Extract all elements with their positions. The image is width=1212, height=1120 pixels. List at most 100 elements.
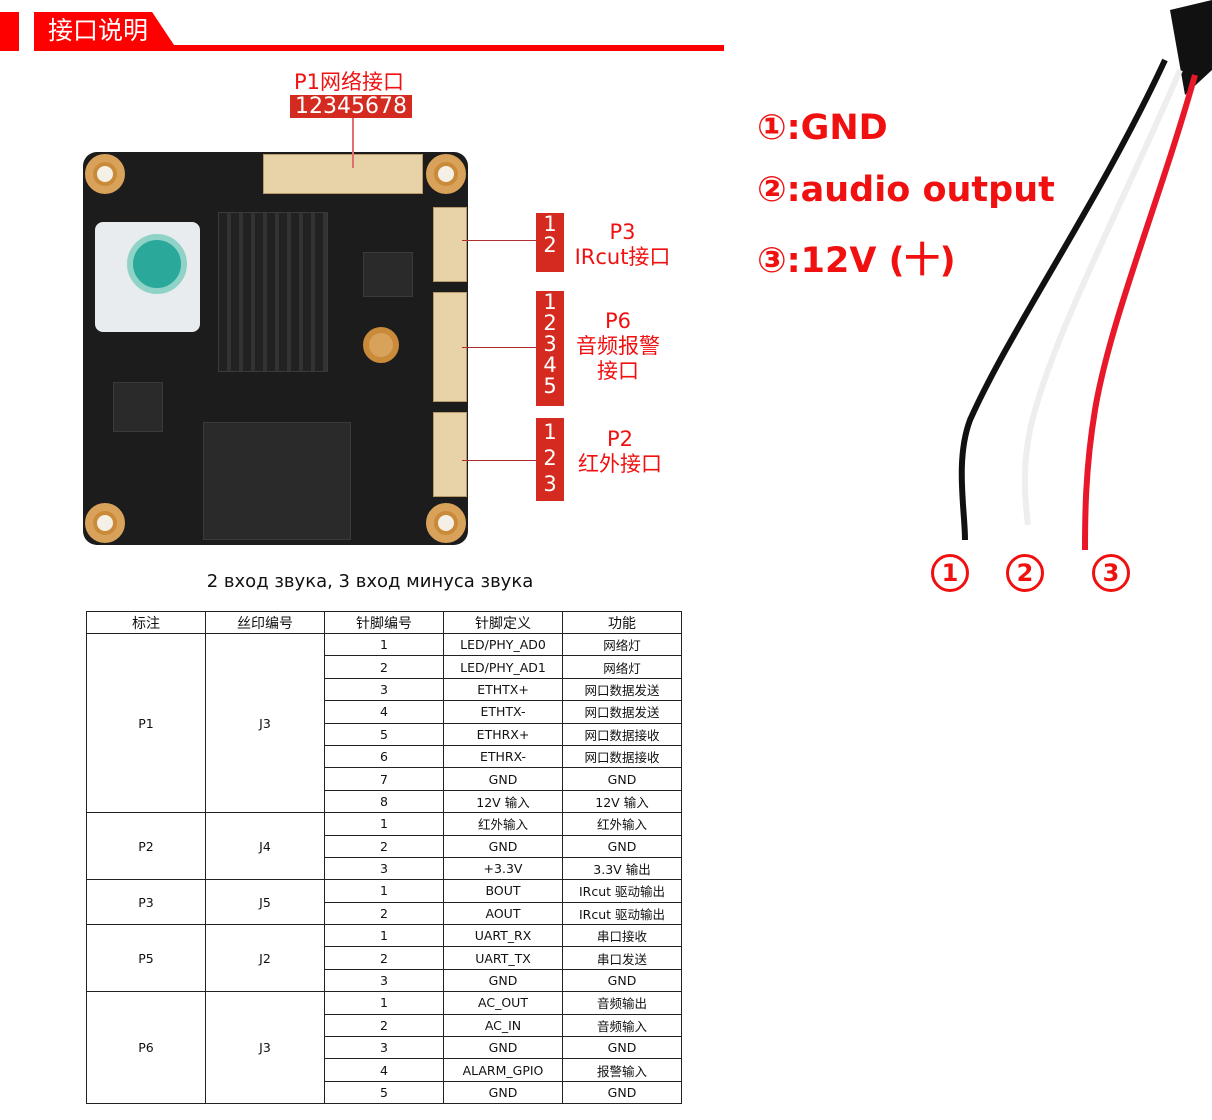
function-cell: GND bbox=[562, 767, 682, 791]
pin-definition-cell: ETHRX- bbox=[443, 744, 563, 769]
pin-number-cell: 6 bbox=[324, 744, 444, 769]
mount-hole bbox=[85, 503, 125, 543]
p6-desc-2: 接口 bbox=[597, 359, 639, 383]
function-cell: 报警输入 bbox=[562, 1058, 682, 1082]
port-label-cell: P6 bbox=[86, 991, 206, 1105]
pin-number-cell: 4 bbox=[324, 1058, 444, 1082]
function-cell: GND bbox=[562, 1036, 682, 1060]
col-header: 功能 bbox=[562, 611, 682, 634]
silkscreen-cell: J3 bbox=[205, 632, 325, 814]
pin-number-cell: 1 bbox=[324, 991, 444, 1015]
function-cell: GND bbox=[562, 1080, 682, 1105]
wire-label-1: 1 bbox=[931, 554, 969, 592]
pin-number-cell: 1 bbox=[324, 924, 444, 948]
soc-chip bbox=[203, 422, 351, 540]
pin-definition-cell: BOUT bbox=[443, 879, 563, 903]
function-cell: 音频输出 bbox=[562, 991, 682, 1015]
pin-definition-cell: AC_IN bbox=[443, 1013, 563, 1038]
function-cell: 网口数据发送 bbox=[562, 677, 682, 702]
p6-name: P6 bbox=[604, 309, 632, 333]
function-cell: 3.3V 输出 bbox=[562, 856, 682, 881]
pin-number: 2 bbox=[543, 446, 557, 470]
pin-number: 1 bbox=[543, 212, 557, 236]
function-cell: GND bbox=[562, 834, 682, 858]
components-area bbox=[218, 212, 328, 372]
p6-pointer-line bbox=[462, 347, 538, 348]
function-cell: 串口接收 bbox=[562, 924, 682, 948]
pin-number-cell: 3 bbox=[324, 968, 444, 993]
p6-pin-box: 1 2 3 4 5 bbox=[536, 291, 564, 406]
pin-definition-cell: LED/PHY_AD1 bbox=[443, 655, 563, 679]
pin-number: 3 bbox=[543, 472, 557, 496]
white-wire bbox=[1021, 68, 1183, 526]
sticker bbox=[95, 222, 200, 332]
pin-definition-cell: GND bbox=[443, 1080, 563, 1105]
function-cell: 12V 输入 bbox=[562, 789, 682, 814]
p2-pointer-line bbox=[462, 460, 538, 461]
function-cell: 网口数据接收 bbox=[562, 722, 682, 746]
pin-number-cell: 7 bbox=[324, 767, 444, 791]
col-header: 丝印编号 bbox=[205, 611, 325, 634]
pin-definition-cell: ETHTX- bbox=[443, 700, 563, 724]
pin-definition-cell: GND bbox=[443, 767, 563, 791]
port-label-cell: P1 bbox=[86, 632, 206, 814]
function-cell: GND bbox=[562, 968, 682, 993]
function-cell: 网口数据发送 bbox=[562, 700, 682, 724]
pin-number: 1 bbox=[543, 420, 557, 444]
pin-definition-cell: UART_RX bbox=[443, 924, 563, 948]
wire-label-3: 3 bbox=[1092, 554, 1130, 592]
pin-number-cell: 2 bbox=[324, 834, 444, 858]
pin-number-cell: 1 bbox=[324, 879, 444, 903]
col-header: 针脚定义 bbox=[443, 611, 563, 634]
port-label-cell: P3 bbox=[86, 879, 206, 926]
function-cell: 串口发送 bbox=[562, 946, 682, 970]
section-title: 接口说明 bbox=[48, 16, 149, 45]
pin-number-cell: 2 bbox=[324, 1013, 444, 1038]
p2-connector bbox=[433, 412, 467, 497]
p6-connector bbox=[433, 292, 467, 402]
pin-definition-cell: GND bbox=[443, 968, 563, 993]
p1-label: P1网络接口 bbox=[294, 70, 405, 94]
pin-number-cell: 3 bbox=[324, 677, 444, 702]
function-cell: IRcut 驱动输出 bbox=[562, 879, 682, 903]
pin-definition-cell: 12V 输入 bbox=[443, 789, 563, 814]
pin-definition-cell: AC_OUT bbox=[443, 991, 563, 1015]
pin-number-cell: 5 bbox=[324, 722, 444, 746]
pin-number: 4 bbox=[543, 353, 557, 377]
legend-12v: ③:12V (十) bbox=[757, 241, 956, 281]
function-cell: 网口数据接收 bbox=[562, 744, 682, 769]
mount-hole bbox=[85, 154, 125, 194]
p2-name: P2 bbox=[606, 427, 634, 451]
p2-pin-box: 1 2 3 bbox=[536, 418, 564, 501]
cable-image bbox=[958, 0, 1212, 551]
pin-number: 5 bbox=[543, 374, 557, 398]
cable-sheath bbox=[1170, 0, 1212, 95]
pin-number-cell: 2 bbox=[324, 946, 444, 970]
silkscreen-cell: J2 bbox=[205, 924, 325, 993]
logo-icon bbox=[127, 234, 187, 294]
table-header-row: 标注 丝印编号 针脚编号 针脚定义 功能 bbox=[86, 611, 682, 634]
wire-label-2: 2 bbox=[1006, 554, 1044, 592]
port-label-cell: P2 bbox=[86, 812, 206, 881]
pin-definition-cell: UART_TX bbox=[443, 946, 563, 970]
p6-desc: 音频报警 bbox=[576, 334, 660, 358]
pin-number-cell: 2 bbox=[324, 901, 444, 926]
pin-number: 2 bbox=[543, 233, 557, 257]
pin-definition-cell: +3.3V bbox=[443, 856, 563, 881]
center-pad bbox=[363, 327, 399, 363]
header-accent bbox=[0, 12, 19, 51]
silkscreen-cell: J5 bbox=[205, 879, 325, 926]
pin-number-cell: 2 bbox=[324, 655, 444, 679]
pin-number-cell: 5 bbox=[324, 1080, 444, 1105]
col-header: 标注 bbox=[86, 611, 206, 634]
black-wire bbox=[958, 58, 1168, 541]
